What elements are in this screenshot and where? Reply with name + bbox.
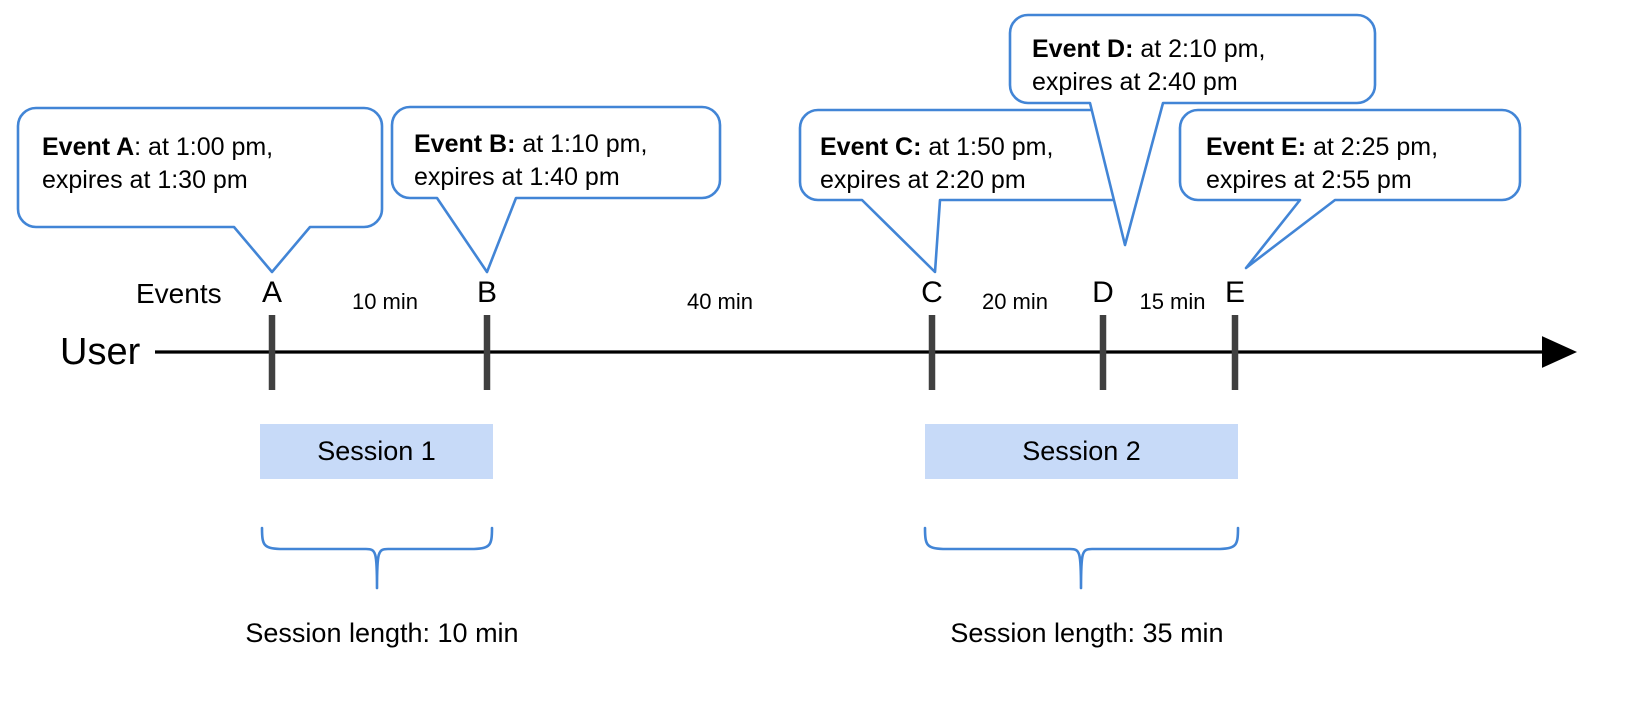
event-marker-label-e: E bbox=[1224, 276, 1245, 309]
event-marker-label-d: D bbox=[1092, 276, 1114, 309]
lane-label-user: User bbox=[60, 331, 141, 373]
session-2-brace bbox=[923, 526, 1240, 590]
event-marker-label-a: A bbox=[261, 276, 282, 309]
session-length-caption-1: Session length: 10 min bbox=[245, 618, 519, 648]
session-box-2: Session 2 bbox=[925, 424, 1238, 479]
event-marker-label-c: C bbox=[921, 276, 943, 309]
callout-bubble-a bbox=[16, 106, 384, 274]
event-marker-label-b: B bbox=[476, 276, 497, 309]
row-label-events: Events bbox=[136, 278, 222, 309]
gap-label-bc: 40 min bbox=[686, 289, 754, 314]
callout-bubble-d bbox=[1008, 13, 1377, 247]
callout-bubble-e bbox=[1178, 108, 1522, 270]
gap-label-de: 15 min bbox=[1139, 289, 1206, 314]
callout-bubble-b bbox=[390, 105, 722, 274]
gap-label-ab: 10 min bbox=[351, 289, 419, 314]
callout-bubble-c bbox=[798, 108, 1137, 274]
session-length-caption-2: Session length: 35 min bbox=[950, 618, 1224, 648]
session-1-brace bbox=[260, 526, 494, 590]
session-box-1: Session 1 bbox=[260, 424, 493, 479]
gap-label-cd: 20 min bbox=[981, 289, 1049, 314]
